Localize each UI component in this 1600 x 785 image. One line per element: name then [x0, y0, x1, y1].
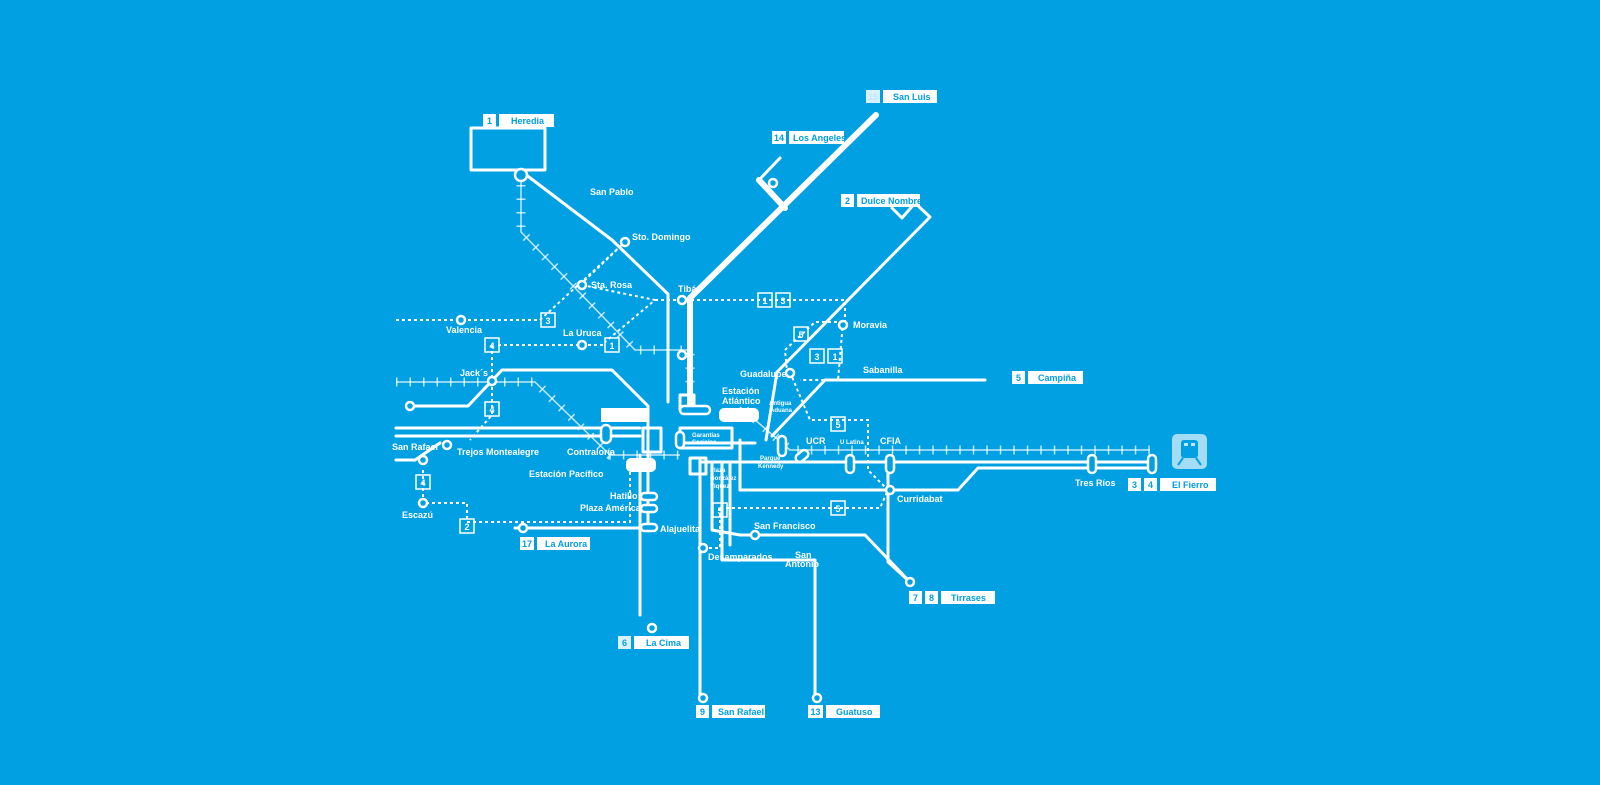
svg-text:5: 5 [1016, 373, 1021, 383]
svg-text:Víquez: Víquez [710, 484, 729, 490]
stations-blocks [599, 393, 1158, 533]
station-estacion-pacifico: Estación Pacífico [529, 469, 604, 479]
heredia-terminal [469, 126, 547, 172]
svg-text:González: González [710, 476, 736, 482]
station-antigua-aduana: Antigua [769, 401, 792, 407]
route-guatuso: 13 Guatuso [808, 705, 880, 718]
svg-text:5: 5 [798, 330, 803, 340]
svg-text:Aduana: Aduana [770, 408, 793, 414]
station-san-antonio: San [795, 550, 812, 560]
route-heredia: 1 Heredia [483, 114, 554, 127]
station-desamparados: Desamparados [708, 552, 773, 562]
svg-text:8: 8 [929, 593, 934, 603]
station-escazu: Escazú [402, 510, 433, 520]
svg-text:El Fierro: El Fierro [1172, 480, 1209, 490]
station-u-latina: U Latina [840, 440, 864, 446]
station-trejos: Trejos Montealegre [457, 447, 539, 457]
station-san-rafael: San Rafael [392, 442, 438, 452]
svg-text:Kennedy: Kennedy [758, 464, 784, 470]
route-san-luis: 15 San Luis [866, 90, 937, 103]
station-garantias-sociales: Garantías [692, 433, 720, 439]
svg-text:Atlántico: Atlántico [722, 396, 761, 406]
svg-text:Antonio: Antonio [785, 559, 819, 569]
route-el-fierro: 3 4 El Fierro [1128, 478, 1216, 491]
svg-text:17: 17 [522, 539, 532, 549]
svg-text:Dulce Nombre: Dulce Nombre [861, 196, 922, 206]
station-tres-rios: Tres Ríos [1075, 478, 1116, 488]
train-icon [1172, 434, 1207, 469]
station-sto-domingo: Sto. Domingo [632, 232, 691, 242]
station-jacks: Jack´s [460, 368, 488, 378]
station-labels: San Pablo Sto. Domingo Sta. Rosa Tibás V… [392, 187, 1116, 569]
svg-text:4: 4 [420, 478, 425, 488]
svg-text:1: 1 [832, 352, 837, 362]
dashed-connections [396, 241, 889, 549]
station-moravia: Moravia [853, 320, 888, 330]
route-tirrases: 7 8 Tirrases [909, 591, 995, 604]
svg-text:1: 1 [609, 341, 614, 351]
svg-text:2: 2 [464, 522, 469, 532]
station-alajuelita: Alajuelita [660, 524, 701, 534]
route-la-cima: 6 La Cima [618, 636, 689, 649]
station-valencia: Valencia [446, 325, 483, 335]
svg-text:1: 1 [762, 296, 767, 306]
bus-lines [394, 112, 1152, 702]
svg-text:La Aurora: La Aurora [545, 539, 588, 549]
station-plaza-gonzalez-viquez: Plaza [710, 468, 726, 474]
station-ucr: UCR [806, 436, 826, 446]
svg-text:La Cima: La Cima [646, 638, 682, 648]
svg-text:4: 4 [489, 405, 494, 415]
svg-text:5: 5 [835, 420, 840, 430]
station-plaza-america: Plaza América [580, 503, 642, 513]
svg-text:1: 1 [487, 116, 492, 126]
svg-text:5: 5 [835, 504, 840, 514]
route-los-angeles: 14 Los Angeles [772, 131, 846, 144]
svg-text:2: 2 [845, 196, 850, 206]
svg-text:3: 3 [545, 316, 550, 326]
station-guadalupe: Guadalupe [740, 369, 787, 379]
station-estacion-atlantico: Estación [722, 386, 760, 396]
bus-route-tags: 3 1 4 4 4 2 1 3 5 3 1 5 5 5 [415, 292, 846, 534]
svg-text:14: 14 [774, 133, 784, 143]
route-campina: 5 Campiña [1012, 371, 1083, 384]
station-cfia: CFIA [880, 436, 901, 446]
svg-text:4: 4 [1148, 480, 1153, 490]
svg-text:San Rafael: San Rafael [718, 707, 764, 717]
route-dulce-nombre: 2 Dulce Nombre [841, 194, 922, 207]
station-tibas: Tibás [678, 284, 701, 294]
svg-text:5: 5 [717, 506, 722, 516]
svg-text:Los Angeles: Los Angeles [793, 133, 846, 143]
svg-text:3: 3 [1132, 480, 1137, 490]
svg-text:15: 15 [868, 92, 878, 102]
station-sta-rosa: Sta. Rosa [591, 280, 633, 290]
route-la-aurora: 17 La Aurora [520, 537, 590, 550]
station-la-uruca: La Uruca [563, 328, 603, 338]
station-sabanilla: Sabanilla [863, 365, 904, 375]
station-contraloria: Contraloría [567, 447, 616, 457]
station-san-francisco: San Francisco [754, 521, 816, 531]
svg-text:4: 4 [489, 341, 494, 351]
svg-text:7: 7 [913, 593, 918, 603]
svg-text:3: 3 [814, 352, 819, 362]
route-san-rafael: 9 San Rafael [696, 705, 765, 718]
svg-text:3: 3 [780, 296, 785, 306]
station-parque-kennedy: Parque [760, 456, 781, 462]
svg-text:Tirrases: Tirrases [951, 593, 986, 603]
svg-text:Campiña: Campiña [1038, 373, 1077, 383]
station-curridabat: Curridabat [897, 494, 943, 504]
svg-text:9: 9 [700, 707, 705, 717]
svg-text:13: 13 [810, 707, 820, 717]
svg-text:Sociales: Sociales [692, 440, 717, 446]
svg-text:Heredia: Heredia [511, 116, 545, 126]
station-san-pablo: San Pablo [590, 187, 634, 197]
station-markers [404, 167, 916, 704]
svg-text:6: 6 [622, 638, 627, 648]
station-hatillo: Hatillo [610, 491, 638, 501]
svg-text:San Luis: San Luis [893, 92, 931, 102]
svg-text:Guatuso: Guatuso [836, 707, 873, 717]
